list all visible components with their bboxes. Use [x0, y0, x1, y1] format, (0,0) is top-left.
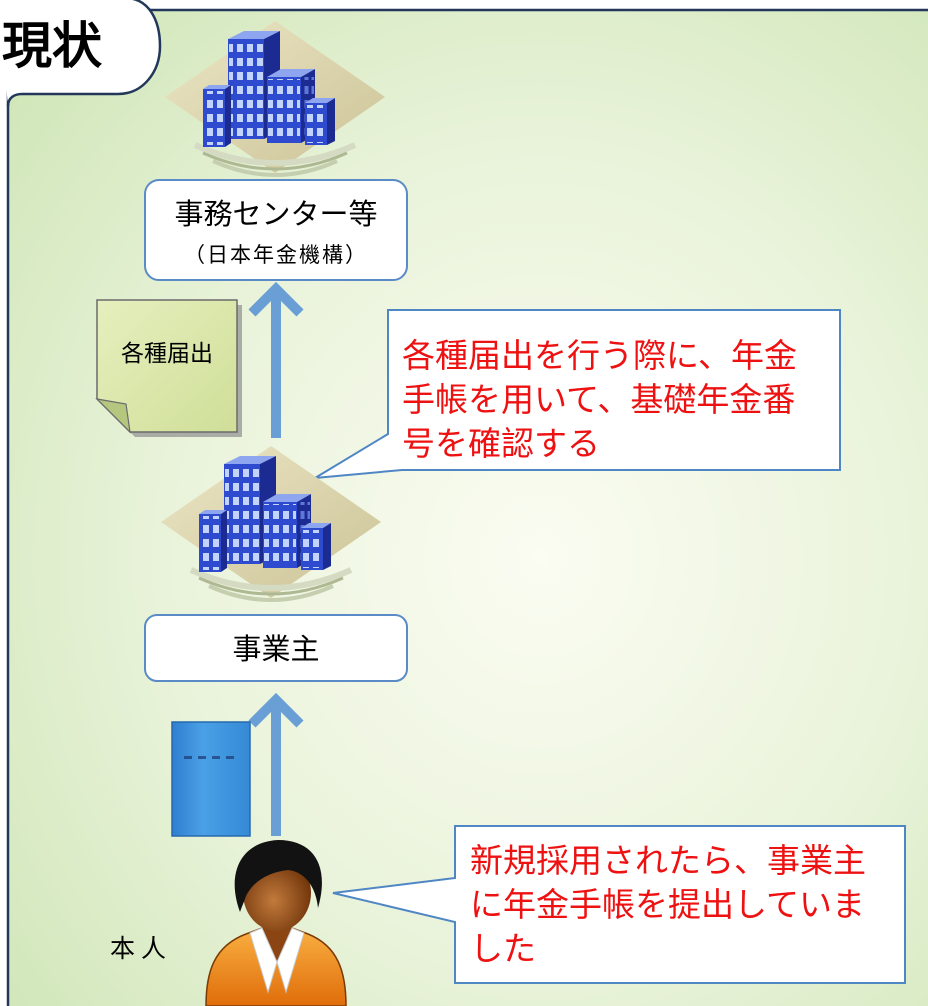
- pension-book-cover: [171, 721, 251, 837]
- office-title: 事務センター等: [174, 197, 377, 231]
- book-cover-marks: [184, 756, 234, 759]
- arrow-up-icon: [248, 692, 304, 836]
- status-tab: [0, 0, 162, 107]
- office-node: 事務センター等 （日本年金機構）: [144, 179, 408, 281]
- person-label: 本人: [110, 934, 172, 963]
- person-hair: [234, 840, 322, 912]
- notification-note-label: 各種届出: [121, 341, 213, 367]
- book-icon: [171, 721, 251, 837]
- note-fold: [95, 398, 131, 434]
- person-callout-line: した: [470, 929, 536, 968]
- employer-callout-bubble: [314, 309, 841, 479]
- person-callout-line: に年金手帳を提出していま: [470, 885, 865, 924]
- employer-callout: 各種届出を行う際に、年金 手帳を用いて、基礎年金番 号を確認する: [314, 309, 841, 479]
- arrow-up-icon: [248, 281, 304, 438]
- person-callout-bubble: [332, 825, 906, 984]
- employer-callout-line: 手帳を用いて、基礎年金番: [402, 380, 795, 419]
- person-collar-right: [276, 927, 305, 994]
- person-icon: [205, 840, 347, 1006]
- office-subtitle: （日本年金機構）: [184, 243, 368, 267]
- employer-callout-line: 号を確認する: [402, 424, 600, 463]
- person-callout: 新規採用されたら、事業主 に年金手帳を提出していま した: [332, 825, 906, 984]
- note-icon: 各種届出: [95, 299, 242, 437]
- employer-title: 事業主: [232, 632, 319, 666]
- employer-box: [144, 614, 408, 682]
- notification-note: [96, 299, 238, 433]
- employer-callout-line: 各種届出を行う際に、年金: [402, 336, 797, 375]
- employer-node: 事業主: [144, 614, 408, 682]
- person-neck: [262, 922, 292, 962]
- person-callout-line: 新規採用されたら、事業主: [470, 841, 866, 880]
- status-tab-label: 現状: [2, 17, 103, 75]
- office-box: [144, 179, 408, 281]
